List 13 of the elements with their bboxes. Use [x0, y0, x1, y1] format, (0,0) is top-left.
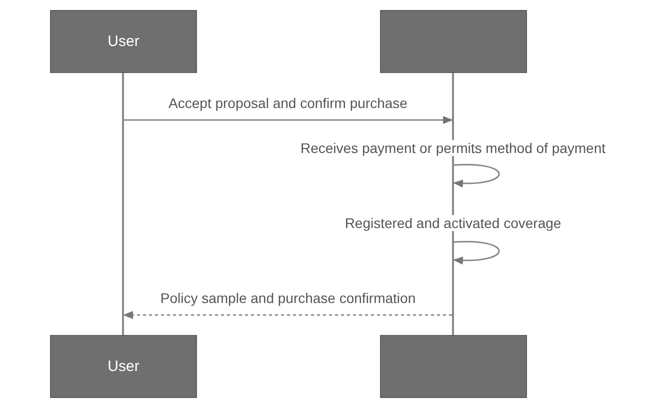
self-message-arrow	[453, 240, 500, 264]
self-message-arrow	[453, 164, 500, 188]
participant-box	[380, 335, 527, 398]
message-arrow	[124, 116, 453, 124]
lifeline	[122, 73, 124, 335]
message-label: Accept proposal and confirm purchase	[166, 95, 410, 111]
message-arrow	[123, 311, 452, 319]
participant-name: User	[108, 358, 140, 375]
participant-box	[50, 335, 197, 398]
lifeline	[452, 73, 454, 335]
participant-box	[50, 10, 197, 73]
participant-name: User	[108, 33, 140, 50]
participant-box	[380, 10, 527, 73]
